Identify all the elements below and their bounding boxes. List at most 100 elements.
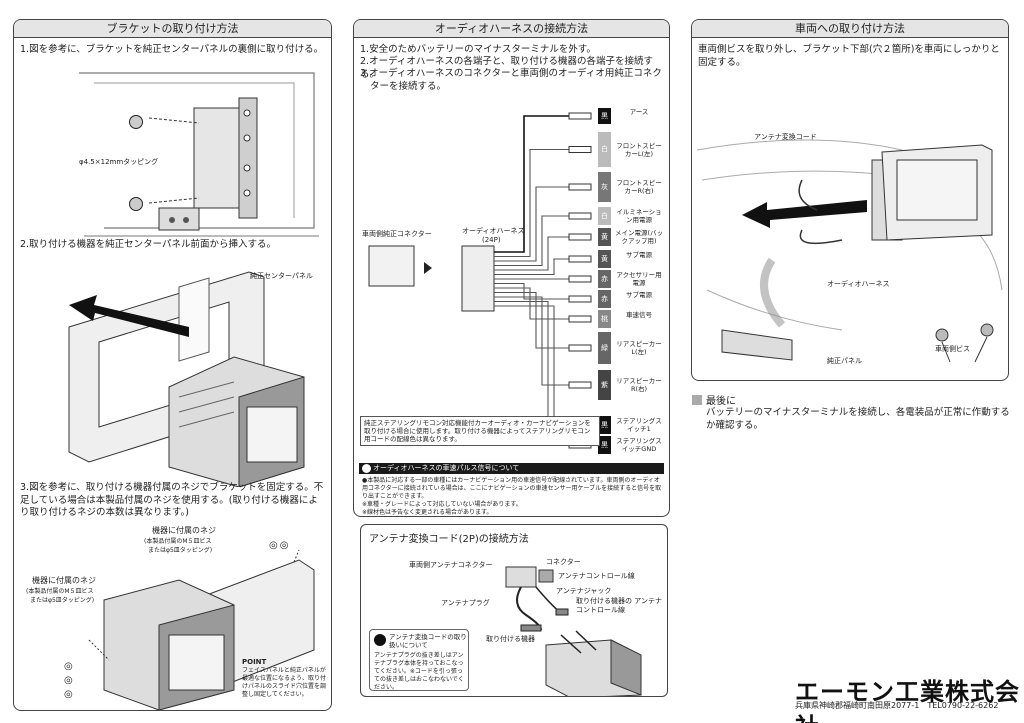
wire-function-label: イルミネーション用電源: [616, 208, 662, 224]
harness-label: オーディオハーネス: [462, 227, 525, 235]
wire-function-label: アクセサリー用電源: [616, 271, 662, 287]
wire-function-label: メイン電源(バックアップ用): [614, 229, 664, 245]
bracket-step-2: 2.取り付ける機器を純正センターパネル前面から挿入する。: [20, 239, 276, 250]
bracket-step-3: 3.図を参考に、取り付ける機器付属のネジでブラケットを固定する。不足している場合…: [20, 482, 324, 518]
vehicle-screw-label: 車両側ビス: [935, 345, 970, 353]
wire-terminal: [568, 275, 592, 283]
wire-row: 黒アース: [598, 108, 663, 124]
screw-b-detail-1: (本製品付属のM５皿ビス: [26, 588, 94, 595]
screw-b-title: 機器に付属のネジ: [32, 576, 96, 585]
wire-row: 黄 サブ電源: [598, 250, 663, 268]
finally-title: 最後に: [692, 392, 736, 407]
wire-function-label: サブ電源: [626, 251, 652, 259]
wire-line: [494, 236, 569, 271]
harness-step-3: 3.オーディオハーネスのコネクターと車両側のオーディオ用純正コネクターを接続する…: [360, 68, 662, 92]
antenna-note-title: アンテナ変換コードの取り扱いについて: [389, 633, 467, 649]
wire-row: 紫リアスピーカーR(右): [598, 370, 663, 400]
pulse-title: オーディオハーネスの車速パルス信号について: [359, 463, 664, 474]
screw-size-label: φ4.5×12mmタッピング: [79, 158, 159, 166]
bracket-step-1: 1.図を参考に、ブラケットを純正センターパネルの裏側に取り付ける。: [20, 44, 324, 55]
wire-color-swatch: 黒: [598, 416, 611, 434]
harness-connector: [461, 245, 495, 312]
vehicle-connector-label: 車両側純正コネクター: [362, 230, 432, 238]
screw-a-detail-1: (本製品付属のM５皿ビス: [144, 538, 212, 545]
vehicle-panel: 車両への取り付け方法 車両側ビスを取り外し、ブラケット下部(穴２箇所)を車両にし…: [691, 19, 1009, 381]
pulse-text-2: ※車種・グレードによって対応していない場合があります。: [362, 501, 522, 508]
device-label: 取り付ける機器: [486, 635, 535, 643]
wire-color-swatch: 赤: [598, 290, 611, 308]
bracket-panel-title: ブラケットの取り付け方法: [14, 20, 331, 38]
screw-b-detail-2: またはφ5皿タッピング): [30, 597, 95, 604]
wire-terminal: [568, 381, 592, 389]
wire-row: 黒ステアリングスイッチGND: [598, 436, 663, 454]
wire-terminal: [568, 146, 592, 153]
wire-color-swatch: 黄: [598, 250, 611, 268]
harness-panel: オーディオハーネスの接続方法 1.安全のためバッテリーのマイナスターミナルを外す…: [353, 19, 670, 517]
bracket-panel: ブラケットの取り付け方法 1.図を参考に、ブラケットを純正センターパネルの裏側に…: [13, 19, 332, 711]
device-control-label: 取り付ける機器の アンテナコントロール線: [576, 597, 662, 614]
point-text: フェイスパネルと純正パネルが最適な位置になるよう、取り付けパネルのスライド穴位置…: [242, 667, 327, 698]
wire-color-swatch: 白: [598, 132, 611, 167]
wire-row: 白イルミネーション用電源: [598, 207, 663, 225]
wire-line: [494, 296, 569, 386]
wire-line: [494, 215, 569, 267]
pulse-text-1: ●本製品に対応する一部の車種にはカーナビゲーション用の車速信号が配線されています…: [362, 477, 662, 500]
harness-wiring-diagram: [368, 112, 592, 449]
vehicle-connector: [368, 245, 415, 287]
harness-step-1: 1.安全のためバッテリーのマイナスターミナルを外す。: [360, 44, 596, 55]
wire-line: [494, 148, 569, 258]
company-address: 兵庫県神崎郡福崎町南田原2077-1 TEL0790-22-6262: [795, 701, 999, 710]
wire-line: [494, 282, 569, 300]
wire-color-swatch: 桃: [598, 310, 611, 328]
pulse-text-3: ※線材色は予告なく変更される場合があります。: [362, 509, 493, 516]
wire-line: [494, 300, 569, 426]
section-marker-icon: [692, 395, 702, 405]
connector-label: コネクター: [546, 558, 581, 566]
wire-color-swatch: 黄: [598, 228, 611, 246]
wire-color-swatch: 赤: [598, 270, 611, 288]
wire-line: [494, 287, 569, 320]
wire-terminal: [568, 255, 592, 263]
wire-color-swatch: 黒: [598, 436, 611, 454]
antenna-adapter-illustration: [505, 566, 642, 696]
screw-top-icon: [129, 115, 143, 129]
wire-line: [494, 115, 569, 253]
antenna-plug-label: アンテナプラグ: [441, 599, 490, 607]
vehicle-step: 車両側ビスを取り外し、ブラケット下部(穴２箇所)を車両にしっかりと固定する。: [698, 44, 1000, 68]
screw-a-detail-2: またはφ5皿タッピング): [148, 547, 213, 554]
wire-row: 桃車速信号: [598, 310, 663, 328]
wire-row: 赤アクセサリー用電源: [598, 270, 663, 288]
wire-terminal: [568, 233, 592, 241]
fix-bracket-illustration: [88, 549, 315, 710]
wire-function-label: フロントスピーカーL(左): [616, 141, 662, 158]
wire-row: 黄メイン電源(バックアップ用): [598, 228, 663, 246]
antenna-jack-label: アンテナジャック: [556, 587, 612, 595]
connect-arrow-icon: [424, 262, 432, 274]
screw-set-b-icon: ◎◎◎: [64, 661, 73, 700]
wire-terminal: [568, 183, 592, 191]
point-title: POINT: [242, 658, 267, 666]
wire-row: 灰フロントスピーカーR(右): [598, 172, 663, 202]
vehicle-install-illustration: [696, 139, 1003, 363]
finally-title-text: 最後に: [706, 396, 736, 407]
vehicle-panel-title: 車両への取り付け方法: [692, 20, 1008, 38]
company-name: エーモン工業株式会社: [795, 678, 1020, 723]
antenna-panel-title: アンテナ変換コード(2P)の接続方法: [369, 534, 529, 545]
wire-function-label: アース: [629, 108, 649, 116]
wire-row: 赤サブ電源: [598, 290, 663, 308]
screw-a-title: 機器に付属のネジ: [152, 526, 216, 535]
wire-function-label: リアスピーカーL(左): [616, 340, 662, 356]
wire-line: [494, 186, 569, 262]
wire-color-swatch: 紫: [598, 370, 611, 400]
wire-function-label: ステアリングスイッチ1: [616, 417, 662, 433]
antenna-note-text: アンテナプラグの抜き差しはアンテナプラグ本体を持っておこなってください。※コード…: [374, 652, 464, 691]
wire-function-label: ステアリングスイッチGND: [616, 437, 662, 453]
insert-device-illustration: [68, 271, 305, 487]
harness-pins: (24P): [482, 236, 501, 244]
wire-color-swatch: 白: [598, 207, 611, 225]
antenna-panel: アンテナ変換コード(2P)の接続方法 コネクター 車両側アンテナコネクター アン…: [360, 524, 668, 697]
wire-terminal: [568, 212, 592, 220]
harness-step-2: 2.オーディオハーネスの各端子と、取り付ける機器の各端子を接続する。: [360, 56, 654, 80]
harness-panel-title: オーディオハーネスの接続方法: [354, 20, 669, 38]
screw-set-a-icon: ◎◎: [269, 540, 291, 551]
